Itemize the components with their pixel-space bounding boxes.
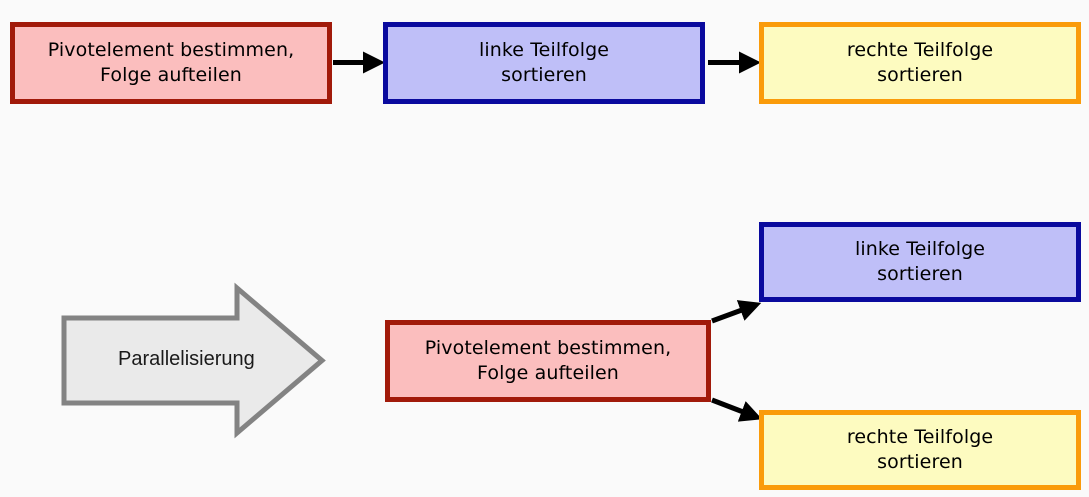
node-par-right[interactable]: rechte Teilfolge sortieren (759, 410, 1081, 490)
connector-par-pivot-to-par-left (711, 300, 762, 324)
node-seq-right[interactable]: rechte Teilfolge sortieren (759, 22, 1081, 104)
node-par-left[interactable]: linke Teilfolge sortieren (759, 222, 1081, 302)
node-seq-left[interactable]: linke Teilfolge sortieren (383, 22, 705, 104)
connector-par-pivot-to-par-right (711, 397, 763, 422)
parallelisierung-label: Parallelisierung (118, 348, 255, 370)
node-seq-pivot[interactable]: Pivotelement bestimmen, Folge aufteilen (10, 22, 332, 104)
node-par-pivot[interactable]: Pivotelement bestimmen, Folge aufteilen (385, 320, 711, 402)
